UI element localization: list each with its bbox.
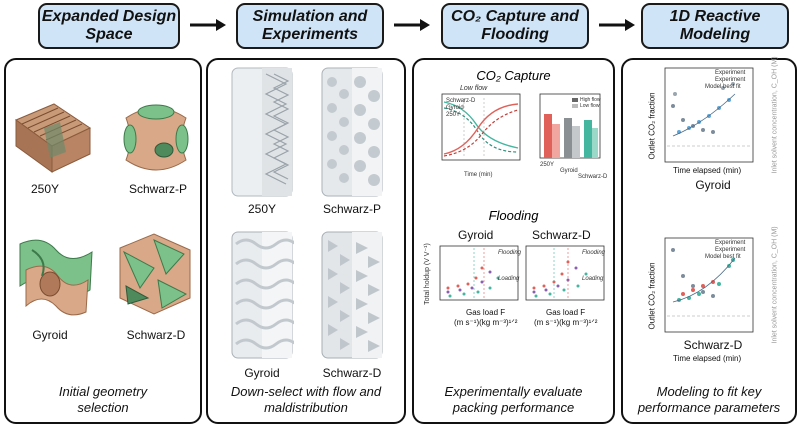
packing-gyroid-image [231,231,294,359]
label-schwarz-p-packing: Schwarz-P [322,202,381,216]
gas-load-units-label: (m s⁻¹)(kg m⁻³)¹ᐟ² [454,318,518,327]
loading-tag-gyroid: Loading [498,276,520,282]
flooding-tag-schwarz-d: Flooding [582,250,606,256]
header-text-1: Expanded Design Space [41,8,177,43]
co2-capture-title: CO₂ Capture [476,68,551,83]
panel-simulation-experiments: 250Y Schwarz-P Gyroid Schwarz-D Down-sel… [206,58,406,424]
line-legend-schwarz-d: Schwarz-D [446,98,476,104]
geometry-250y-image [14,103,92,173]
geometry-gyroid-image [19,239,93,316]
gas-load-units-label-right: (m s⁻¹)(kg m⁻³)¹ᐟ² [534,318,598,327]
arrow-right-icon [599,19,635,31]
line-legend-gyroid: Gyroid [446,105,464,111]
header-simulation-experiments: Simulation and Experiments [236,3,384,49]
bar-category-gyroid: Gyroid [560,168,578,174]
co2-capture-bar-chart [539,93,601,159]
header-text-2: Simulation and Experiments [252,8,368,43]
caption-down-select: Down-select with flow and maldistributio… [230,384,382,415]
line-legend-250y: 250Y [446,112,461,118]
gas-load-axis-label-right: Gas load F [546,308,586,317]
geometry-schwarz-d-image [119,233,191,315]
header-1d-reactive-modeling: 1D Reactive Modeling [641,3,789,49]
header-expanded-design-space: Expanded Design Space [38,3,180,49]
flooding-schwarz-d-chart [525,245,605,301]
schwarz-d-time-axis-label: Time elapsed (min) [673,354,742,363]
flooding-gyroid-title: Gyroid [458,228,494,242]
label-250y: 250Y [30,182,60,196]
label-gyroid-packing: Gyroid [244,366,280,380]
gyroid-legend-experiment-1: Experiment [715,70,746,76]
flooding-title: Flooding [488,208,539,223]
schwarz-d-legend-model: Model best fit [705,254,741,260]
arrow-right-icon [394,19,430,31]
flooding-gyroid-chart [439,245,519,301]
line-chart-time-axis: Time (min) [464,172,493,178]
panel-1d-reactive-modeling: Experiment Experiment Model best fit Out… [621,56,797,424]
caption-modeling-fit: Modeling to fit key performance paramete… [637,384,781,415]
caption-initial-geometry: Initial geometry selection [58,384,148,415]
loading-tag-schwarz-d: Loading [582,276,604,282]
bar-category-schwarz-d: Schwarz-D [578,174,608,180]
holdup-axis-label: Total holdup (V V⁻¹) [423,243,431,305]
packing-schwarz-d-image [321,231,383,359]
header-text-4: 1D Reactive Modeling [669,8,761,43]
panel-expanded-design-space: 250Y Schwarz-P Gyroid Schwarz-D Initial … [4,58,202,424]
gyroid-chart-name: Gyroid [695,178,731,192]
gyroid-time-axis-label: Time elapsed (min) [673,166,742,175]
arrow-right-icon [190,19,226,31]
gyroid-legend-experiment-2: Experiment [715,77,746,83]
label-schwarz-d: Schwarz-D [126,328,186,342]
bar-category-250y: 250Y [540,162,555,168]
gyroid-legend-model: Model best fit [705,84,741,90]
co2-capture-line-chart [441,93,521,161]
model-fit-gyroid-chart [664,67,754,163]
header-text-3: CO₂ Capture and Flooding [451,8,579,43]
packing-schwarz-p-image [321,67,383,197]
flooding-schwarz-d-title: Schwarz-D [532,228,591,242]
schwarz-d-chart-name: Schwarz-D [683,338,743,352]
bar-legend-high-flow: High flow [580,97,601,103]
gas-load-axis-label: Gas load F [466,308,506,317]
caption-evaluate-packing: Experimentally evaluate packing performa… [444,384,583,415]
schwarz-d-left-axis-label: Outlet CO₂ fraction [647,262,657,330]
gyroid-left-axis-label: Outlet CO₂ fraction [647,92,657,160]
flooding-tag-gyroid: Flooding [498,250,522,256]
gyroid-right-axis-label: Inlet solvent concentration, C_OH (M) [771,56,779,174]
label-gyroid: Gyroid [32,328,68,342]
schwarz-d-legend-experiment-2: Experiment [715,247,746,253]
label-schwarz-d-packing: Schwarz-D [322,366,382,380]
header-co2-capture-flooding: CO₂ Capture and Flooding [441,3,589,49]
label-250y-packing: 250Y [247,202,277,216]
packing-250y-image [231,67,293,197]
geometry-schwarz-p-image [123,104,189,171]
model-fit-schwarz-d-chart [664,237,754,333]
bar-legend-low-flow: Low flow [580,103,600,109]
schwarz-d-right-axis-label: Inlet solvent concentration, C_OH (M) [771,226,779,344]
schwarz-d-legend-experiment-1: Experiment [715,240,746,246]
label-schwarz-p: Schwarz-P [128,182,187,196]
panel-co2-capture-flooding: CO₂ Capture Low flow Schwarz-D Gyroid 25… [412,58,615,424]
low-flow-label: Low flow [460,85,488,92]
